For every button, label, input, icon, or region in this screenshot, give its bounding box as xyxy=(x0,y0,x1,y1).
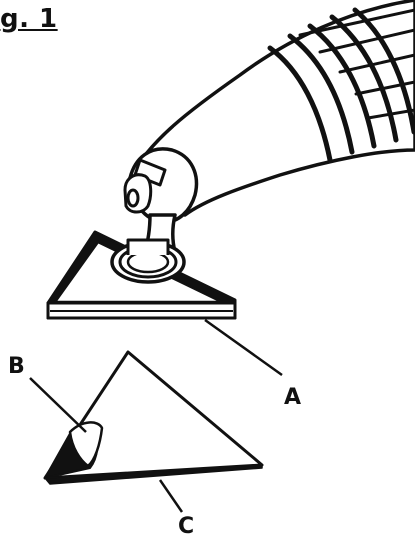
leader-line-b xyxy=(30,378,86,432)
sanding-sheet-icon xyxy=(45,352,262,484)
figure-title: g. 1 xyxy=(0,4,58,34)
oscillating-multi-tool-icon xyxy=(125,0,415,252)
callout-b: B xyxy=(8,354,25,379)
leader-line-c xyxy=(160,480,182,512)
triangular-sanding-pad-icon xyxy=(48,232,235,318)
callout-c: C xyxy=(178,514,194,539)
leader-line-a xyxy=(205,320,282,375)
callout-a: A xyxy=(284,385,301,410)
